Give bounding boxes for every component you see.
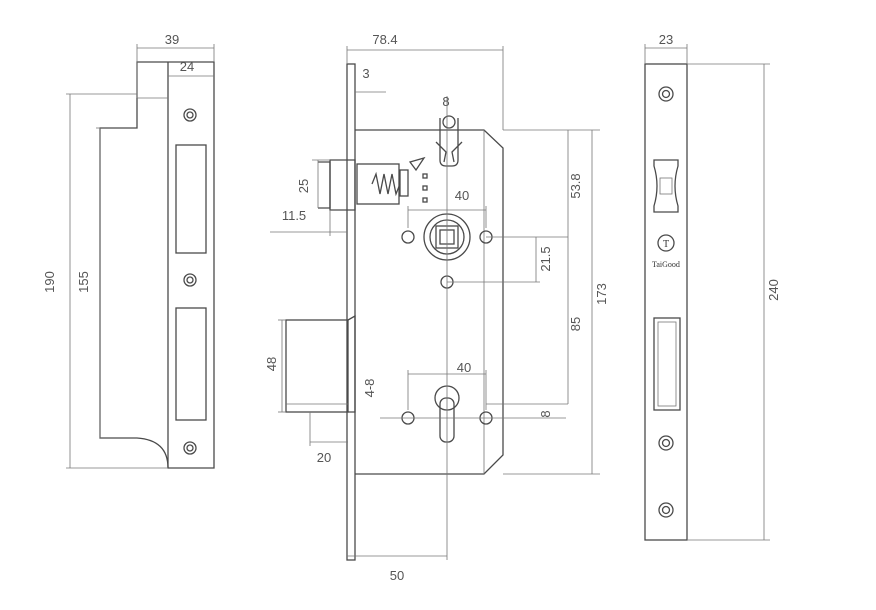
lock-body-view: 78.4 3 8 25 11.5 40 53.8 21.5 173 85 48 … bbox=[264, 32, 609, 583]
strike-slot-lower bbox=[175, 307, 207, 421]
faceplate-outline bbox=[644, 63, 688, 541]
strike-slot-upper bbox=[175, 144, 207, 254]
dim-spindle-hole-offset: 21.5 bbox=[538, 246, 553, 271]
faceplate-screw-middle bbox=[658, 435, 674, 451]
svg-text:T: T bbox=[663, 239, 669, 250]
dim-latch-width: 8 bbox=[442, 94, 449, 109]
dim-strike-height-inner: 155 bbox=[76, 271, 91, 293]
faceplate-screw-bottom bbox=[658, 502, 674, 518]
faceplate-bolt-opening bbox=[653, 317, 681, 411]
dim-backset: 50 bbox=[390, 568, 404, 583]
strike-plate-outline bbox=[99, 61, 215, 469]
dim-faceplate-height: 240 bbox=[766, 279, 781, 301]
dim-faceplate-thickness: 3 bbox=[362, 66, 369, 81]
faceplate-view: T TaiGood 23 240 bbox=[644, 32, 781, 541]
dim-cylinder-offset: 8 bbox=[538, 410, 553, 417]
brand-logo: T bbox=[657, 234, 675, 252]
dim-body-height: 173 bbox=[594, 283, 609, 305]
dim-center-distance: 85 bbox=[568, 317, 583, 331]
dim-top-to-spindle: 53.8 bbox=[568, 173, 583, 198]
latch-assembly bbox=[318, 156, 428, 211]
screw-hole-bottom bbox=[183, 441, 197, 455]
dim-strike-width-total: 39 bbox=[165, 32, 179, 47]
screw-hole-top bbox=[183, 108, 197, 122]
dim-faceplate-width: 23 bbox=[659, 32, 673, 47]
top-bolt bbox=[435, 115, 463, 167]
dim-spindle-spacing: 40 bbox=[455, 188, 469, 203]
dim-bolt-height: 48 bbox=[264, 357, 279, 371]
brand-name: TaiGood bbox=[652, 260, 680, 269]
faceplate-screw-top bbox=[658, 86, 674, 102]
dim-latch-offset: 11.5 bbox=[282, 208, 306, 223]
latch-spring bbox=[371, 171, 401, 197]
dim-strike-height-total: 190 bbox=[42, 271, 57, 293]
dim-strike-width-face: 24 bbox=[180, 59, 194, 74]
lock-faceplate-strip bbox=[346, 63, 356, 561]
latch-lever-triangle bbox=[408, 156, 426, 172]
lock-case-outline bbox=[355, 129, 504, 475]
dim-bolt-projection: 20 bbox=[317, 450, 331, 465]
dim-cylinder-spacing: 40 bbox=[457, 360, 471, 375]
screw-hole-middle bbox=[183, 273, 197, 287]
spindle-screw-left bbox=[401, 230, 415, 244]
strike-plate-view: 39 24 190 155 bbox=[42, 32, 215, 469]
deadbolt bbox=[285, 314, 356, 413]
faceplate-latch-opening bbox=[653, 159, 679, 213]
dim-body-depth: 78.4 bbox=[372, 32, 397, 47]
dim-bolt-throw: 4-8 bbox=[362, 379, 377, 398]
dim-latch-height: 25 bbox=[296, 179, 311, 193]
